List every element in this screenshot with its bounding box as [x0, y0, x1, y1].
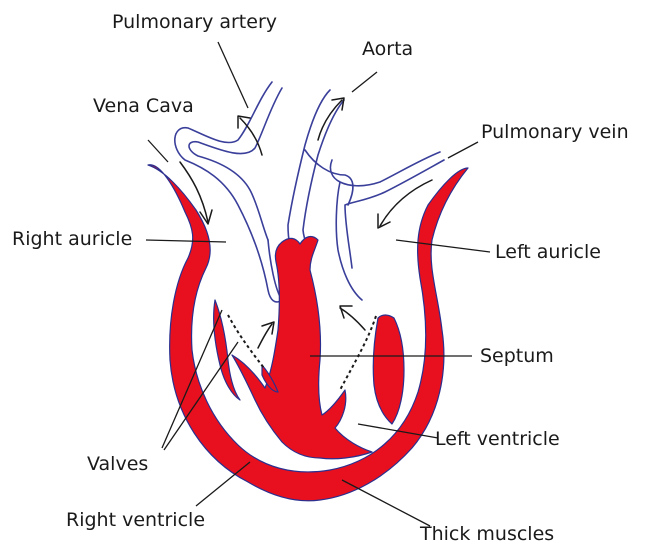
label-right-auricle: Right auricle: [12, 228, 132, 250]
right-av-flow-arrow: [258, 324, 272, 348]
pulmonary-artery-leader: [218, 42, 248, 108]
septum-muscle: [232, 237, 372, 459]
label-thick-muscles: Thick muscles: [419, 523, 554, 545]
left-valve-dotted: [340, 316, 376, 390]
right-ventricle-inner-flap: [214, 300, 240, 400]
label-left-auricle: Left auricle: [495, 241, 601, 263]
pulmonary-artery-flow-arrow: [240, 118, 262, 155]
aorta-inner-wall: [303, 100, 344, 252]
label-aorta: Aorta: [362, 38, 413, 60]
right-ventricle-leader: [196, 462, 250, 506]
label-septum: Septum: [480, 345, 554, 367]
right-auricle-leader: [146, 240, 226, 242]
left-auricle-leader: [396, 240, 490, 252]
pulmonary-vein-outer-wall: [330, 152, 440, 186]
heart-muscle: [148, 165, 468, 501]
pulmonary-vein-leader: [448, 142, 478, 158]
label-valves: Valves: [87, 453, 148, 475]
label-left-ventricle: Left ventricle: [435, 428, 560, 450]
aorta-leader: [352, 72, 377, 92]
labels: Pulmonary artery Aorta Vena Cava Pulmona…: [12, 11, 629, 545]
thick-muscles-leader: [342, 480, 430, 526]
pulmonary-vein-lower-wall: [336, 182, 362, 300]
left-ventricle-inner-flap: [373, 315, 404, 424]
left-av-flow-arrow: [340, 308, 365, 330]
label-pulmonary-artery: Pulmonary artery: [112, 11, 277, 33]
label-vena-cava: Vena Cava: [93, 95, 194, 117]
label-right-ventricle: Right ventricle: [66, 509, 205, 531]
aorta-outer-wall: [288, 90, 330, 255]
aorta-flow-arrow: [318, 100, 342, 140]
vena-cava-leader: [148, 140, 168, 162]
right-valve-dotted: [228, 315, 264, 368]
label-pulmonary-vein: Pulmonary vein: [481, 121, 629, 143]
